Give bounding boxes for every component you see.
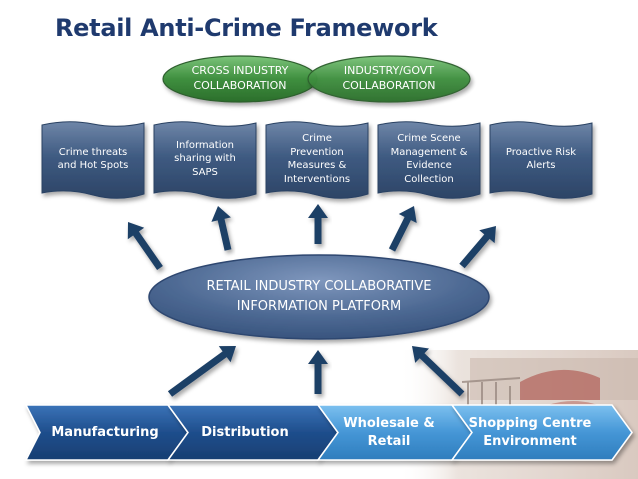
flow-arrow-1	[127, 222, 163, 270]
value-chain	[24, 404, 633, 461]
output-banner-risk-alerts	[489, 121, 593, 199]
flow-arrow-3	[308, 204, 328, 244]
chevron-manufacturing	[24, 404, 189, 461]
output-banners	[41, 121, 593, 199]
flow-arrow-5	[459, 226, 496, 269]
chevron-distribution	[166, 404, 339, 461]
flow-arrow-4	[388, 206, 417, 252]
flow-arrow-2	[211, 206, 232, 251]
information-platform-oval	[148, 254, 490, 340]
output-banner-crime-scene	[377, 121, 481, 199]
chevron-wholesale-retail	[316, 404, 473, 461]
chevron-shopping-centre	[450, 404, 633, 461]
industry-govt-oval	[307, 55, 471, 103]
collaboration-ovals	[162, 55, 471, 103]
flow-arrow-8	[412, 346, 465, 397]
flow-arrows	[127, 204, 496, 397]
page-title: Retail Anti-Crime Framework	[55, 14, 438, 42]
output-banner-info-sharing	[153, 121, 257, 199]
flow-arrow-7	[308, 350, 328, 394]
cross-industry-oval	[162, 55, 318, 103]
flow-arrow-6	[167, 346, 236, 397]
output-banner-crime-prevention	[265, 121, 369, 199]
output-banner-crime-threats	[41, 121, 145, 199]
